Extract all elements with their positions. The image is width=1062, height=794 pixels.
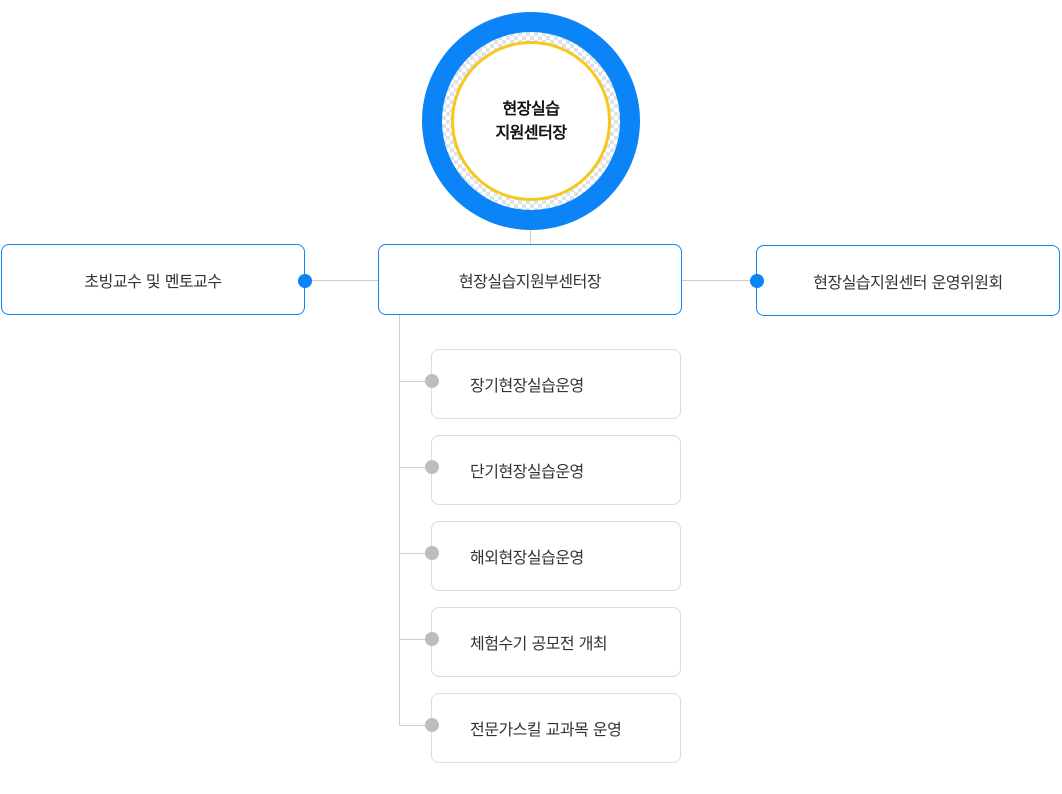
sub-item-dot [425, 460, 439, 474]
sub-item-expert-skill-course: 전문가스킬 교과목 운영 [431, 693, 681, 763]
sub-item-label: 전문가스킬 교과목 운영 [470, 720, 622, 739]
sub-item-overseas-internship: 해외현장실습운영 [431, 521, 681, 591]
right-connector-dot [750, 274, 764, 288]
connector-vertical-trunk [399, 314, 400, 725]
sub-item-dot [425, 374, 439, 388]
sub-item-essay-contest: 체험수기 공모전 개최 [431, 607, 681, 677]
sub-item-dot [425, 718, 439, 732]
connector-center-to-deputy [530, 230, 531, 245]
connector-branch-3 [399, 553, 432, 554]
connector-branch-4 [399, 639, 432, 640]
connector-branch-5 [399, 725, 432, 726]
sub-item-label: 단기현장실습운영 [470, 462, 584, 481]
steering-committee-box: 현장실습지원센터 운영위원회 [756, 245, 1060, 316]
sub-item-label: 장기현장실습운영 [470, 376, 584, 395]
center-director-node: 현장실습 지원센터장 [451, 41, 611, 201]
sub-item-dot [425, 546, 439, 560]
center-director-title-line1: 현장실습 [502, 99, 560, 118]
sub-item-dot [425, 632, 439, 646]
sub-item-label: 해외현장실습운영 [470, 548, 584, 567]
center-director-title-line2: 지원센터장 [495, 123, 567, 142]
left-connector-dot [298, 274, 312, 288]
sub-item-short-term-internship: 단기현장실습운영 [431, 435, 681, 505]
connector-deputy-to-right [681, 280, 757, 281]
connector-left-to-deputy [305, 280, 379, 281]
connector-branch-1 [399, 381, 432, 382]
steering-committee-label: 현장실습지원센터 운영위원회 [813, 272, 1003, 292]
visiting-mentor-professors-label: 초빙교수 및 멘토교수 [84, 271, 222, 291]
deputy-director-label: 현장실습지원부센터장 [458, 271, 602, 291]
deputy-director-box: 현장실습지원부센터장 [378, 244, 682, 315]
sub-item-label: 체험수기 공모전 개최 [470, 634, 608, 653]
visiting-mentor-professors-box: 초빙교수 및 멘토교수 [1, 244, 305, 315]
sub-item-long-term-internship: 장기현장실습운영 [431, 349, 681, 419]
connector-branch-2 [399, 467, 432, 468]
